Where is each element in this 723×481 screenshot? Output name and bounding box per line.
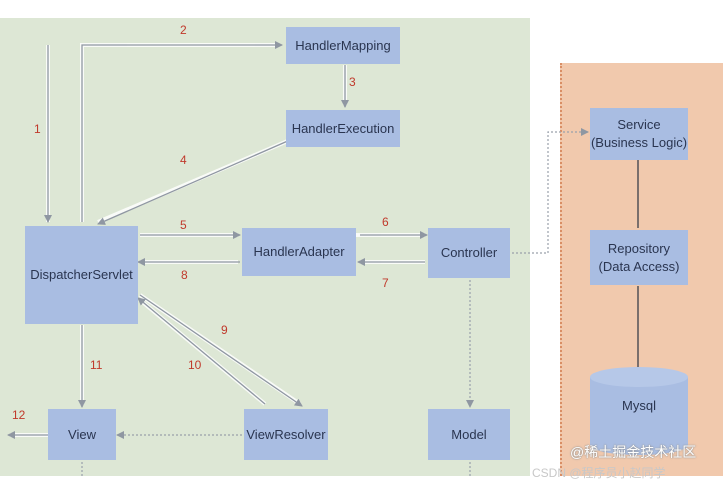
arrow-10 [137,297,266,405]
handler-execution-label: HandlerExecution [291,120,395,136]
step-4: 4 [180,153,187,167]
mysql-database-icon [590,367,688,455]
mysql-label: Mysql [622,398,656,413]
step-3: 3 [349,75,356,89]
step-6: 6 [382,215,389,229]
step-12: 12 [12,408,26,422]
arrow-4 [97,139,291,225]
model-box: Model [428,409,510,460]
step-7: 7 [382,276,389,290]
model-label: Model [451,426,487,442]
handler-adapter-box: HandlerAdapter [242,228,356,276]
view-resolver-label: ViewResolver [246,426,326,442]
controller-box: Controller [428,228,510,278]
step-11: 11 [90,358,103,372]
step-5: 5 [180,218,187,232]
handler-mapping-label: HandlerMapping [295,37,391,53]
watermark-secondary: CSDN @程序员小赵同学 [532,466,666,480]
handler-adapter-label: HandlerAdapter [253,244,345,260]
step-1: 1 [34,122,41,136]
watermark: @稀土掘金技术社区 [570,444,697,460]
repository-label: Repository (Data Access) [598,240,680,274]
step-8: 8 [181,268,188,282]
arrow-2 [81,41,283,222]
step-2: 2 [180,23,187,37]
service-label: Service (Business Logic) [590,117,688,150]
dispatcher-servlet-label: DispatcherServlet [30,267,133,283]
view-label: View [68,426,96,442]
service-box: Service (Business Logic) [590,108,688,160]
handler-mapping-box: HandlerMapping [286,27,400,64]
handler-execution-box: HandlerExecution [286,110,400,147]
repository-box: Repository (Data Access) [590,230,688,285]
step-10: 10 [188,358,202,372]
link-controller-service [512,128,589,254]
view-resolver-box: ViewResolver [244,409,328,460]
arrow-9 [139,294,303,407]
dispatcher-servlet-box: DispatcherServlet [25,226,138,324]
view-box: View [48,409,116,460]
step-9: 9 [221,323,228,337]
controller-label: Controller [440,245,498,261]
